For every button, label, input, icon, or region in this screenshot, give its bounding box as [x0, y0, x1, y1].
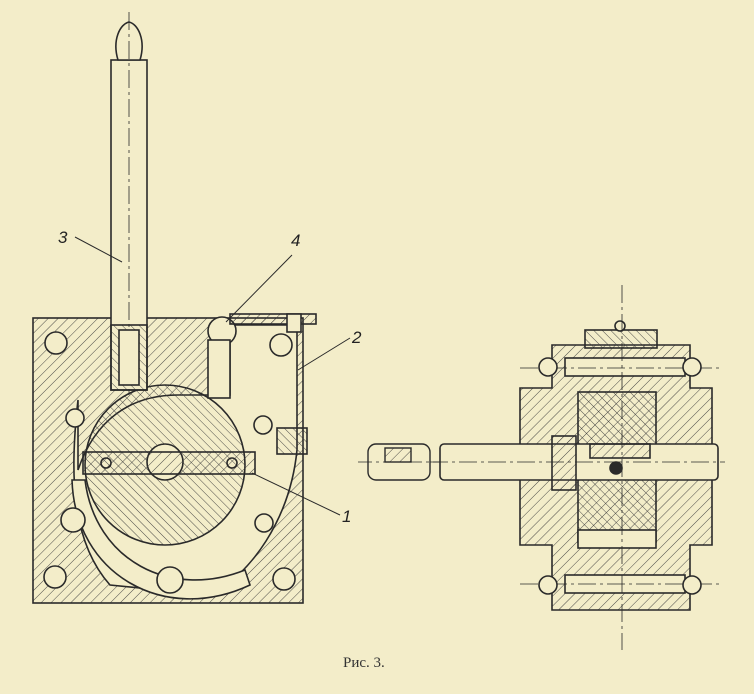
part-label-1: 1 — [342, 507, 351, 526]
bolt-hole — [60, 507, 86, 533]
top-plate — [229, 313, 317, 325]
side-top-pin — [564, 357, 686, 377]
part-label-4: 4 — [291, 231, 300, 250]
detached-shaft-piece — [358, 443, 440, 481]
bolt-hole — [65, 408, 85, 428]
rotor-pin — [82, 451, 256, 475]
bolt-hole — [44, 331, 68, 355]
bolt-hole — [272, 567, 296, 591]
part-label-3: 3 — [58, 228, 68, 247]
bolt-hole — [253, 415, 273, 435]
side-plug — [276, 427, 308, 455]
bolt-hole — [43, 565, 67, 589]
figure-caption: Рис. 3. — [343, 655, 385, 671]
bolt-hole — [156, 566, 184, 594]
valve-stem — [207, 339, 231, 399]
front-section-view — [32, 12, 317, 604]
shaft-collar — [551, 435, 577, 491]
leader-lines — [74, 236, 351, 516]
bolt-hole — [269, 333, 293, 357]
side-section-view — [430, 285, 725, 650]
side-top-cap — [584, 329, 658, 349]
part-label-2: 2 — [351, 328, 362, 347]
bolt-hole — [254, 513, 274, 533]
crescent-channel — [71, 479, 251, 600]
